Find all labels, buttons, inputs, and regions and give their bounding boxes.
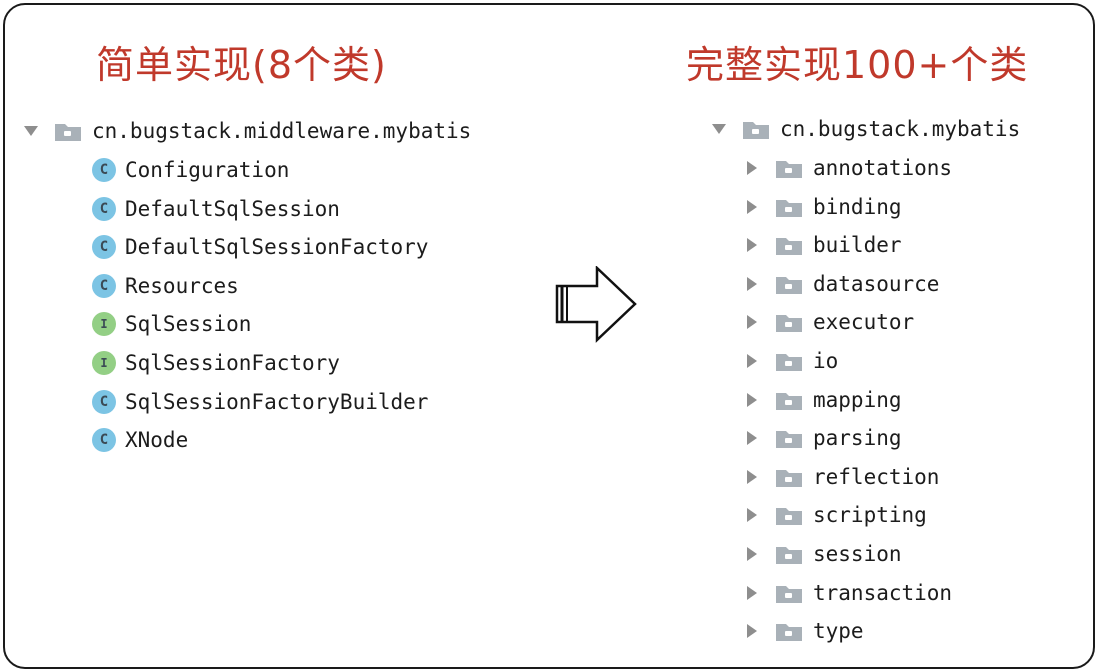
class-item[interactable]: C DefaultSqlSession xyxy=(92,190,340,228)
folder-item[interactable]: session xyxy=(741,535,902,573)
folder-item[interactable]: annotations xyxy=(741,149,952,187)
item-name: DefaultSqlSession xyxy=(125,196,340,221)
class-icon: C xyxy=(92,273,116,298)
triangle-down-icon[interactable] xyxy=(20,125,42,137)
triangle-right-icon[interactable] xyxy=(741,237,763,253)
item-name: DefaultSqlSessionFactory xyxy=(125,235,429,260)
triangle-right-icon[interactable] xyxy=(741,353,763,369)
folder-icon xyxy=(775,157,803,179)
folder-item[interactable]: binding xyxy=(741,188,902,226)
folder-icon xyxy=(775,582,803,604)
folder-icon xyxy=(775,196,803,218)
folder-item[interactable]: scripting xyxy=(741,496,927,534)
right-package-row[interactable]: cn.bugstack.mybatis xyxy=(708,110,1020,148)
class-item[interactable]: C Configuration xyxy=(92,151,289,189)
right-heading: 完整实现100+个类 xyxy=(686,43,1029,87)
class-icon: C xyxy=(92,196,116,221)
folder-name: builder xyxy=(813,233,902,258)
triangle-right-icon[interactable] xyxy=(741,469,763,485)
class-icon: C xyxy=(92,389,116,414)
interface-item[interactable]: I SqlSession xyxy=(92,305,251,343)
folder-item[interactable]: transaction xyxy=(741,574,952,612)
folder-name: reflection xyxy=(813,464,940,489)
interface-icon: I xyxy=(92,312,116,337)
class-item[interactable]: C Resources xyxy=(92,267,239,305)
item-name: SqlSessionFactoryBuilder xyxy=(125,389,429,414)
triangle-down-icon[interactable] xyxy=(708,123,730,135)
triangle-right-icon[interactable] xyxy=(741,585,763,601)
hollow-right-arrow-icon xyxy=(555,266,637,343)
triangle-right-icon[interactable] xyxy=(741,160,763,176)
class-icon: C xyxy=(92,428,116,453)
folder-item[interactable]: type xyxy=(741,612,864,650)
folder-name: transaction xyxy=(813,580,953,605)
folder-icon xyxy=(775,350,803,372)
folder-name: scripting xyxy=(813,503,927,528)
class-icon: C xyxy=(92,235,116,260)
triangle-right-icon[interactable] xyxy=(741,392,763,408)
folder-item[interactable]: reflection xyxy=(741,458,939,496)
item-name: SqlSession xyxy=(125,312,252,337)
class-item[interactable]: C XNode xyxy=(92,421,188,459)
folder-item[interactable]: executor xyxy=(741,303,914,341)
folder-icon xyxy=(775,311,803,333)
folder-icon xyxy=(775,427,803,449)
folder-icon xyxy=(775,273,803,295)
class-item[interactable]: C DefaultSqlSessionFactory xyxy=(92,228,428,266)
item-name: Configuration xyxy=(125,158,290,182)
left-heading: 简单实现(8个类) xyxy=(96,43,387,87)
triangle-right-icon[interactable] xyxy=(741,507,763,523)
left-package-row[interactable]: cn.bugstack.middleware.mybatis xyxy=(20,112,471,150)
item-name: XNode xyxy=(125,428,189,453)
folder-item[interactable]: datasource xyxy=(741,265,939,303)
folder-icon xyxy=(775,620,803,642)
folder-name: annotations xyxy=(813,156,953,180)
triangle-right-icon[interactable] xyxy=(741,623,763,639)
folder-name: session xyxy=(813,542,902,566)
folder-icon xyxy=(775,466,803,488)
folder-item[interactable]: io xyxy=(741,342,838,380)
folder-name: io xyxy=(813,349,839,373)
class-item[interactable]: C SqlSessionFactoryBuilder xyxy=(92,383,428,421)
folder-icon xyxy=(742,118,770,140)
right-package-name: cn.bugstack.mybatis xyxy=(780,117,1021,141)
item-name: SqlSessionFactory xyxy=(125,351,340,375)
folder-item[interactable]: mapping xyxy=(741,381,902,419)
folder-name: type xyxy=(813,619,864,644)
folder-name: binding xyxy=(813,194,902,219)
left-package-name: cn.bugstack.middleware.mybatis xyxy=(92,119,472,143)
folder-name: datasource xyxy=(813,271,940,296)
interface-item[interactable]: I SqlSessionFactory xyxy=(92,344,340,382)
folder-name: executor xyxy=(813,310,915,335)
item-name: Resources xyxy=(125,273,239,298)
triangle-right-icon[interactable] xyxy=(741,276,763,292)
folder-icon xyxy=(775,389,803,411)
triangle-right-icon[interactable] xyxy=(741,199,763,215)
folder-item[interactable]: parsing xyxy=(741,419,902,457)
folder-name: parsing xyxy=(813,426,902,451)
interface-icon: I xyxy=(92,351,116,375)
class-icon: C xyxy=(92,158,116,182)
triangle-right-icon[interactable] xyxy=(741,430,763,446)
folder-item[interactable]: builder xyxy=(741,226,902,264)
folder-icon xyxy=(54,120,82,142)
triangle-right-icon[interactable] xyxy=(741,546,763,562)
diagram-frame xyxy=(3,3,1095,669)
triangle-right-icon[interactable] xyxy=(741,314,763,330)
folder-icon xyxy=(775,234,803,256)
folder-icon xyxy=(775,504,803,526)
folder-icon xyxy=(775,543,803,565)
folder-name: mapping xyxy=(813,387,902,412)
